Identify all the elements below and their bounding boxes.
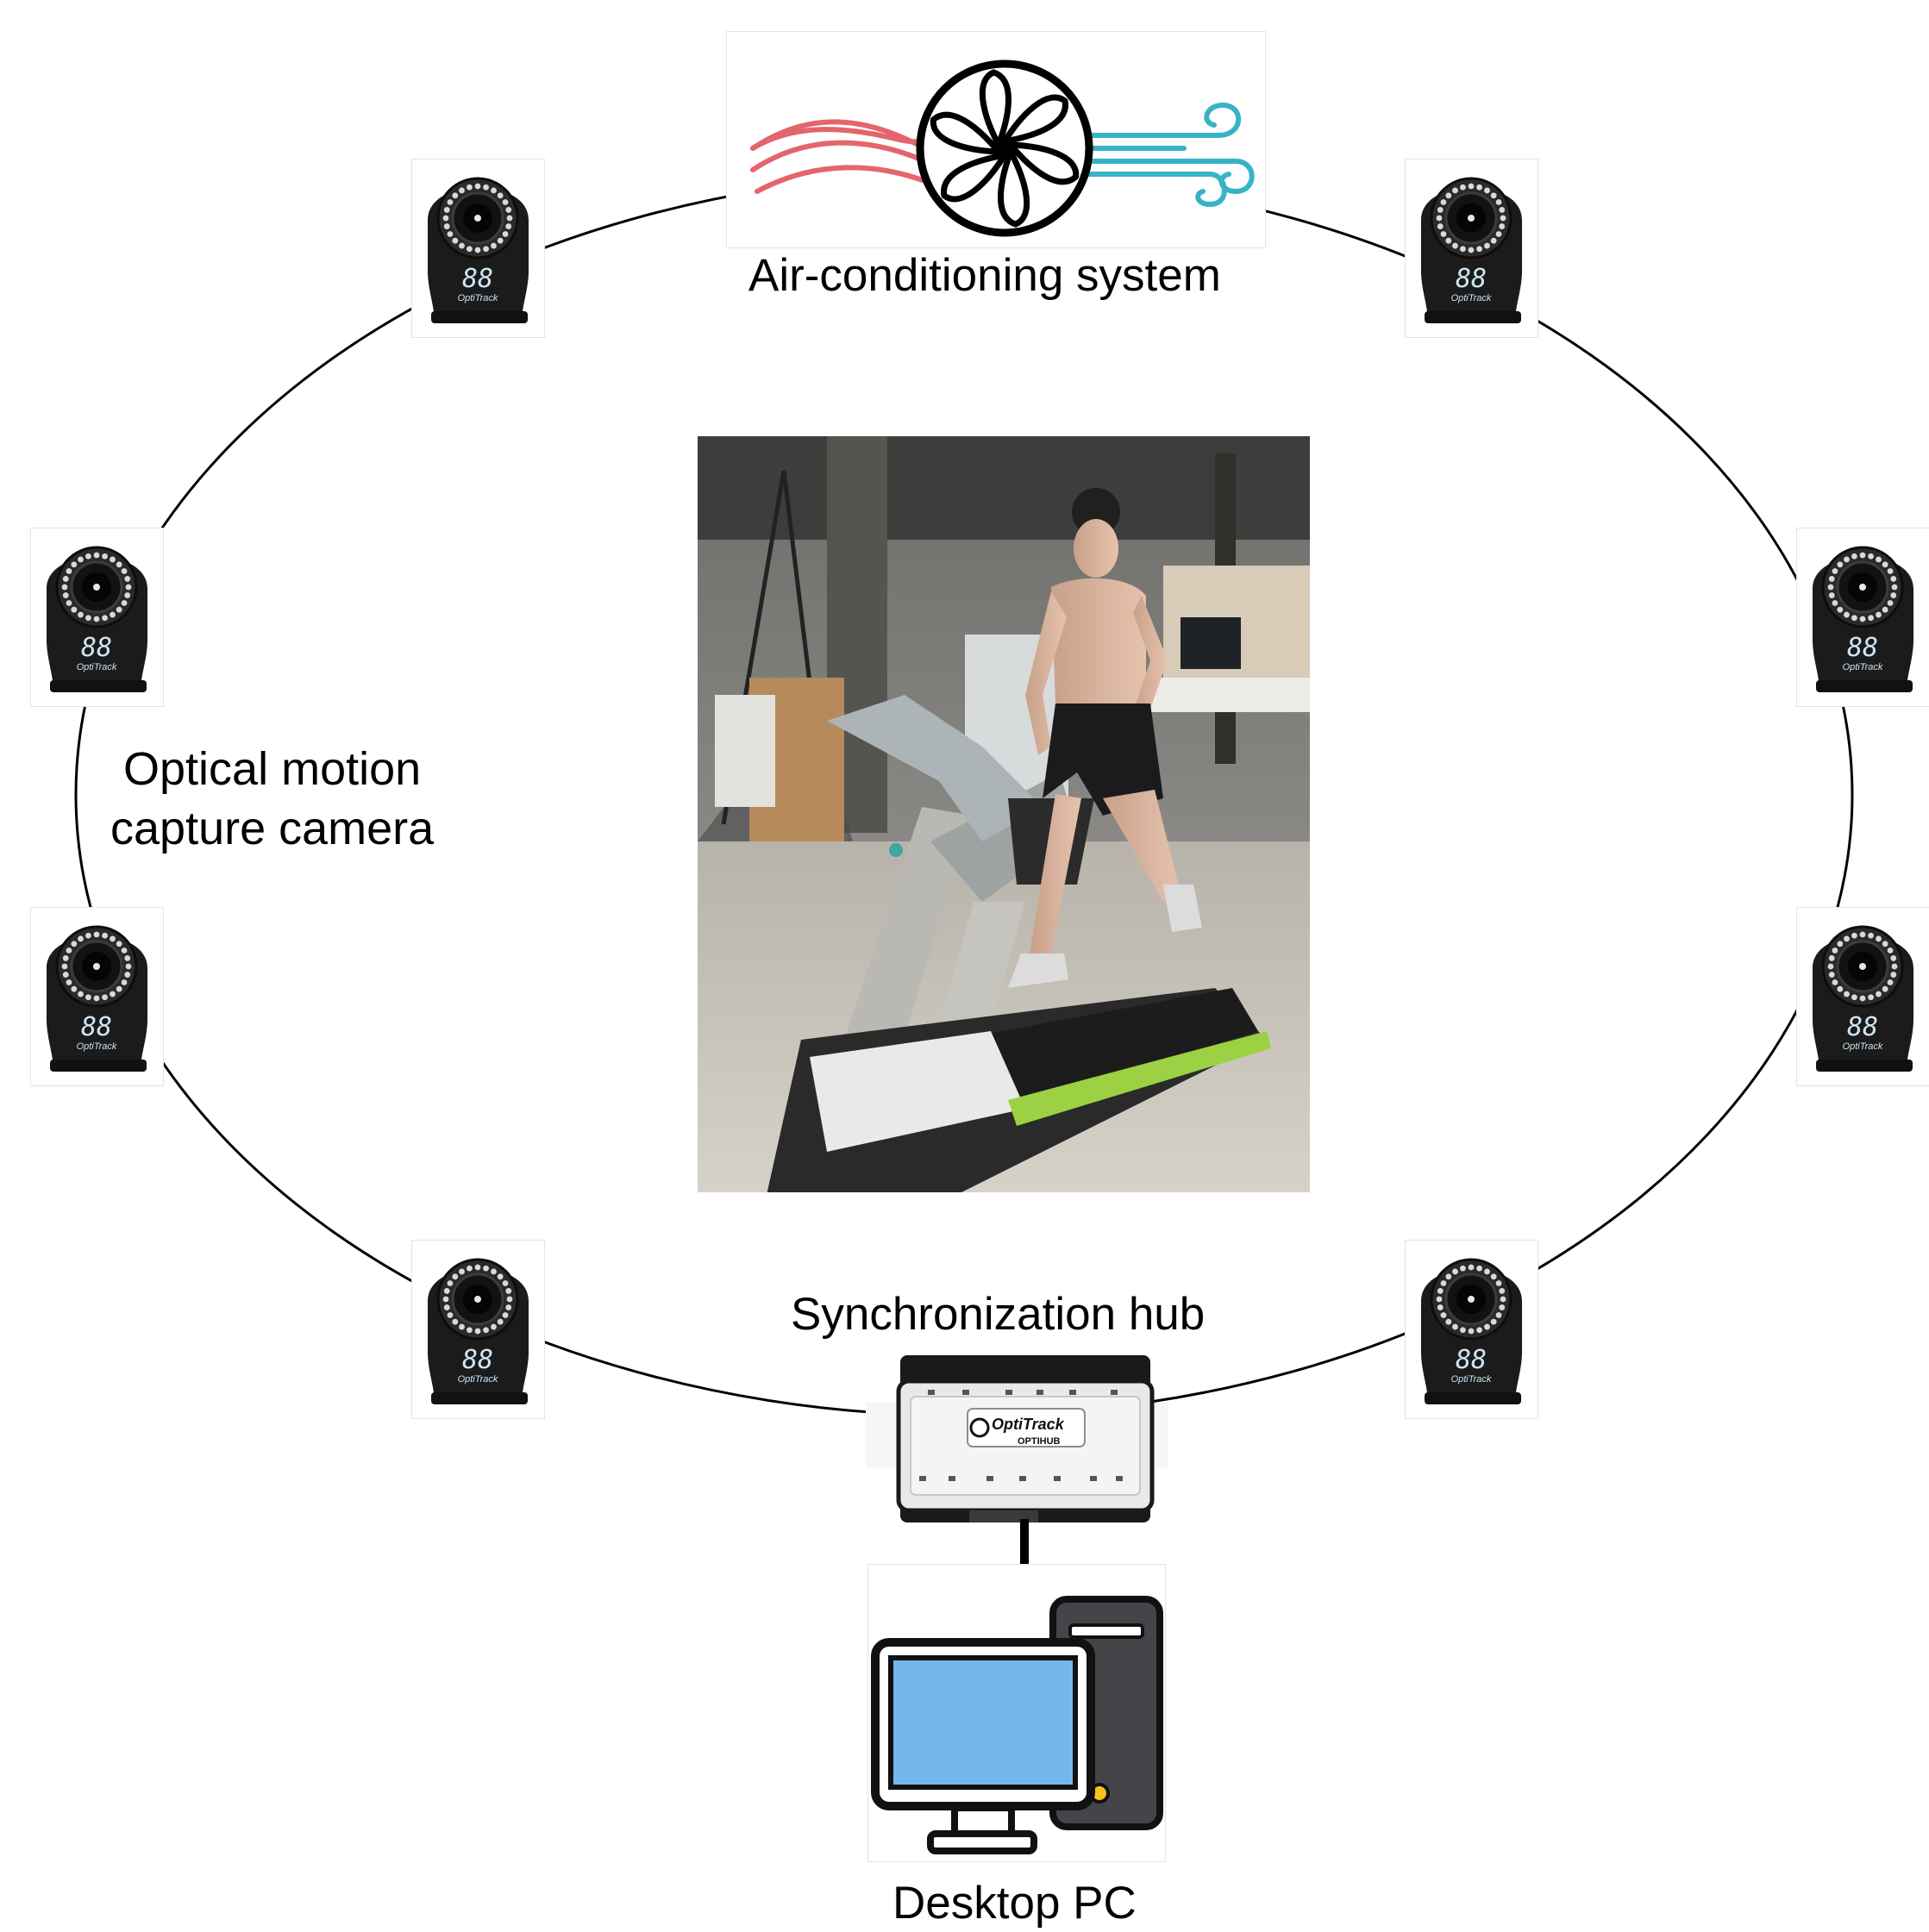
desktop-pc-card [867, 1564, 1166, 1862]
camera-readout: 88 [1456, 264, 1487, 294]
camera-brand: OptiTrack [77, 1041, 117, 1052]
camera-brand: OptiTrack [1843, 662, 1883, 672]
hub-brand-text: OptiTrack [992, 1416, 1065, 1433]
camera-brand: OptiTrack [1843, 1041, 1883, 1052]
sync-hub-device: OptiTrack OPTIHUB [866, 1355, 1168, 1522]
hub-model-text: OPTIHUB [1018, 1436, 1061, 1447]
camera-readout: 88 [1847, 633, 1878, 663]
sync-hub-label: Synchronization hub [791, 1289, 1206, 1340]
desktop-pc-label: Desktop PC [892, 1878, 1137, 1929]
camera-brand: OptiTrack [1451, 293, 1492, 303]
desktop-pc-icon [871, 1596, 1163, 1854]
camera-label-text: Optical motion capture camera [110, 743, 435, 855]
camera-label: Optical motion capture camera [110, 740, 434, 859]
camera-brand: OptiTrack [77, 662, 117, 672]
camera-brand: OptiTrack [458, 1374, 498, 1385]
camera-readout: 88 [1847, 1012, 1878, 1042]
ac-system-label: Air-conditioning system [748, 250, 1221, 301]
ac-system-card [726, 31, 1266, 248]
camera-readout: 88 [462, 264, 493, 294]
camera-readout: 88 [1456, 1345, 1487, 1375]
camera-readout: 88 [81, 1012, 112, 1042]
camera-readout: 88 [81, 633, 112, 663]
camera-readout: 88 [462, 1345, 493, 1375]
treadmill-runner-photo [698, 436, 1310, 1192]
fan-icon [750, 59, 1255, 237]
camera-brand: OptiTrack [458, 293, 498, 303]
camera-brand: OptiTrack [1451, 1374, 1492, 1385]
